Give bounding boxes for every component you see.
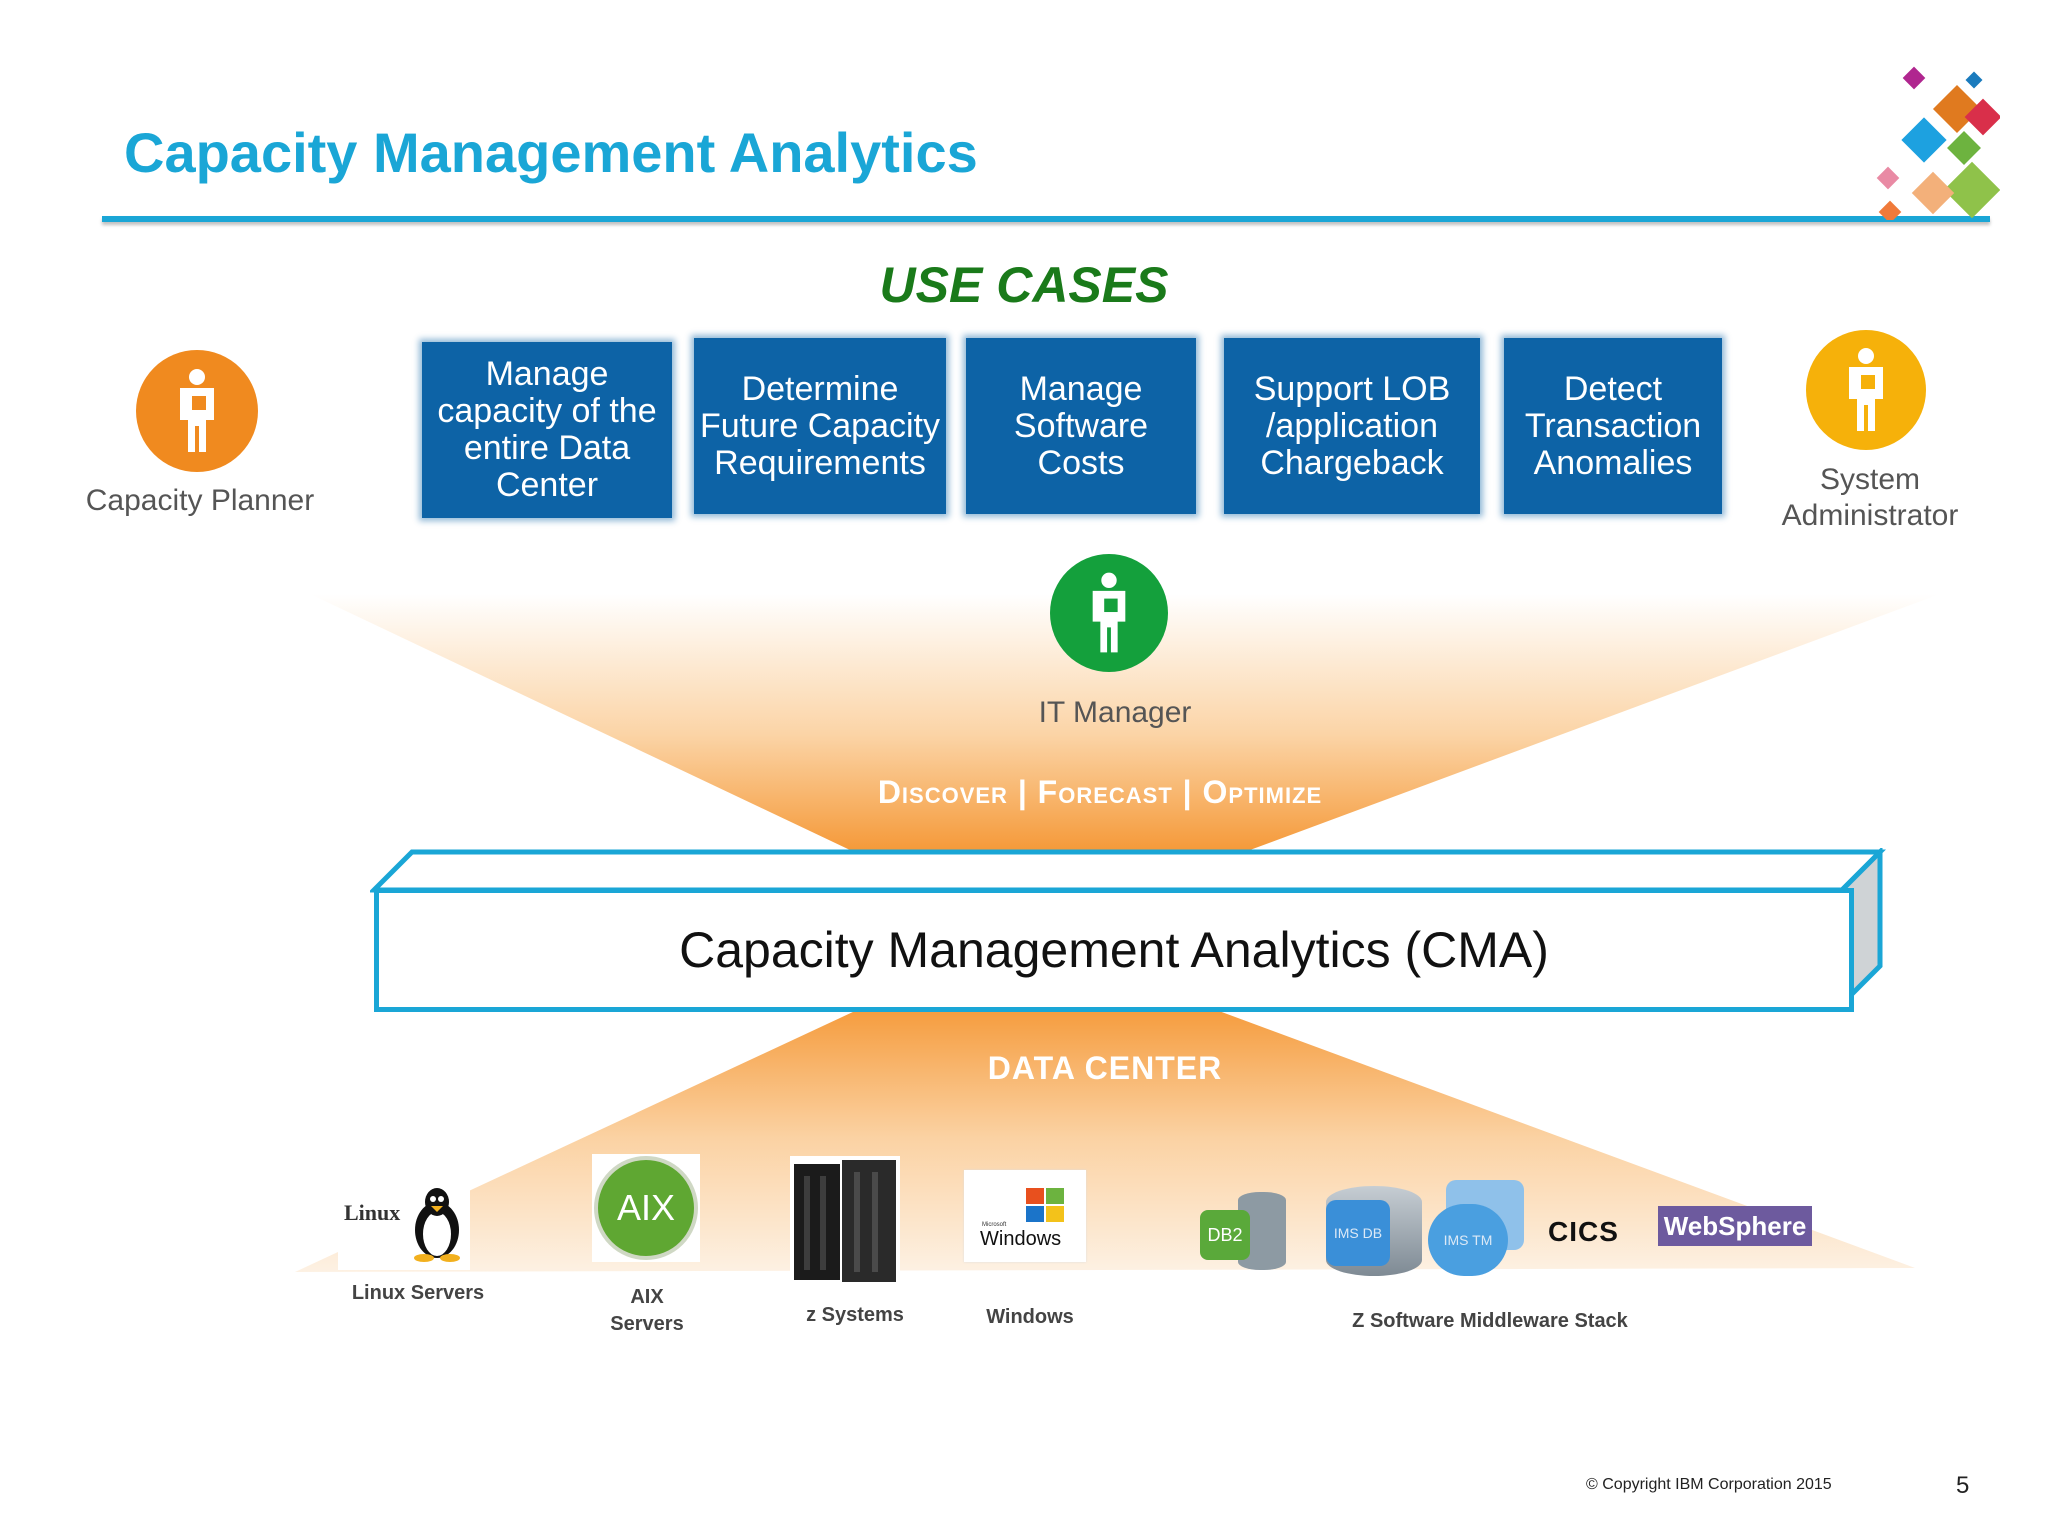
ims-tm-logo-text: IMS TM [1428,1204,1508,1276]
microsoft-text: Microsoft [982,1222,1007,1228]
use-case-future-capacity: Determine Future Capacity Requirements [694,338,946,514]
linux-servers-label: Linux Servers [351,1282,485,1304]
capacity-planner-avatar [136,350,258,472]
use-case-manage-capacity: Manage capacity of the entire Data Cente… [422,342,672,518]
use-case-chargeback: Support LOB /application Chargeback [1224,338,1480,514]
aix-label-line1: AIX [630,1286,664,1308]
db2-logo: DB2 [1198,1186,1290,1274]
title-underline [102,216,1990,222]
person-icon [180,369,214,452]
aix-logo-text: AIX [594,1156,698,1260]
websphere-logo: WebSphere [1658,1206,1812,1246]
windows-logo-text: Windows [980,1228,1062,1250]
cma-label: Capacity Management Analytics (CMA) [679,922,1549,978]
system-admin-label-line1: System [1819,463,1921,496]
ims-tm-logo: IMS TM [1420,1180,1532,1284]
z-systems-mainframe-image [790,1156,900,1286]
tux-penguin-icon [414,1188,460,1262]
linux-logo-text: Linux [344,1200,401,1225]
system-admin-label: System Administrator [1730,462,2010,534]
aix-servers-label: AIX Servers [580,1284,714,1338]
data-center-label: DATA CENTER [987,1050,1223,1086]
aix-label-line2: Servers [610,1313,684,1335]
capacity-planner-label: Capacity Planner [85,484,315,517]
linux-logo: Linux [338,1180,470,1270]
windows-flag-icon [1026,1188,1064,1222]
use-case-label: Detect Transaction Anomalies [1524,369,1702,482]
cma-box: Capacity Management Analytics (CMA) [374,888,1854,1012]
windows-label: Windows [986,1306,1074,1328]
copyright-text: © Copyright IBM Corporation 2015 [1586,1476,1832,1493]
use-case-label: Support LOB /application Chargeback [1253,369,1451,482]
ims-db-logo-text: IMS DB [1326,1200,1390,1266]
use-cases-heading: USE CASES [879,257,1169,313]
middleware-stack-label: Z Software Middleware Stack [1352,1310,1628,1332]
page-number: 5 [1956,1472,1970,1499]
decorative-squares-logo [1876,66,2000,220]
page-title: Capacity Management Analytics [124,121,978,184]
db2-logo-text: DB2 [1200,1210,1250,1260]
ims-db-logo: IMS DB [1326,1186,1424,1280]
use-case-label: Manage capacity of the entire Data Cente… [437,355,657,504]
system-admin-label-line2: Administrator [1781,499,1959,532]
z-systems-label: z Systems [806,1304,904,1326]
person-icon [1092,572,1126,653]
person-icon [1849,348,1883,431]
aix-logo: AIX [592,1154,700,1262]
use-case-label: Manage Software Costs [1013,369,1149,482]
discover-forecast-optimize-tagline: Discover | Forecast | Optimize [877,774,1323,810]
it-manager-label: IT Manager [1038,696,1192,729]
use-case-software-costs: Manage Software Costs [966,338,1196,514]
windows-logo: Microsoft Windows [964,1170,1086,1262]
use-case-label: Determine Future Capacity Requirements [700,369,940,482]
system-admin-avatar [1806,330,1926,450]
it-manager-avatar [1050,554,1168,672]
cics-logo: CICS [1548,1216,1619,1247]
use-case-transaction-anomalies: Detect Transaction Anomalies [1504,338,1722,514]
